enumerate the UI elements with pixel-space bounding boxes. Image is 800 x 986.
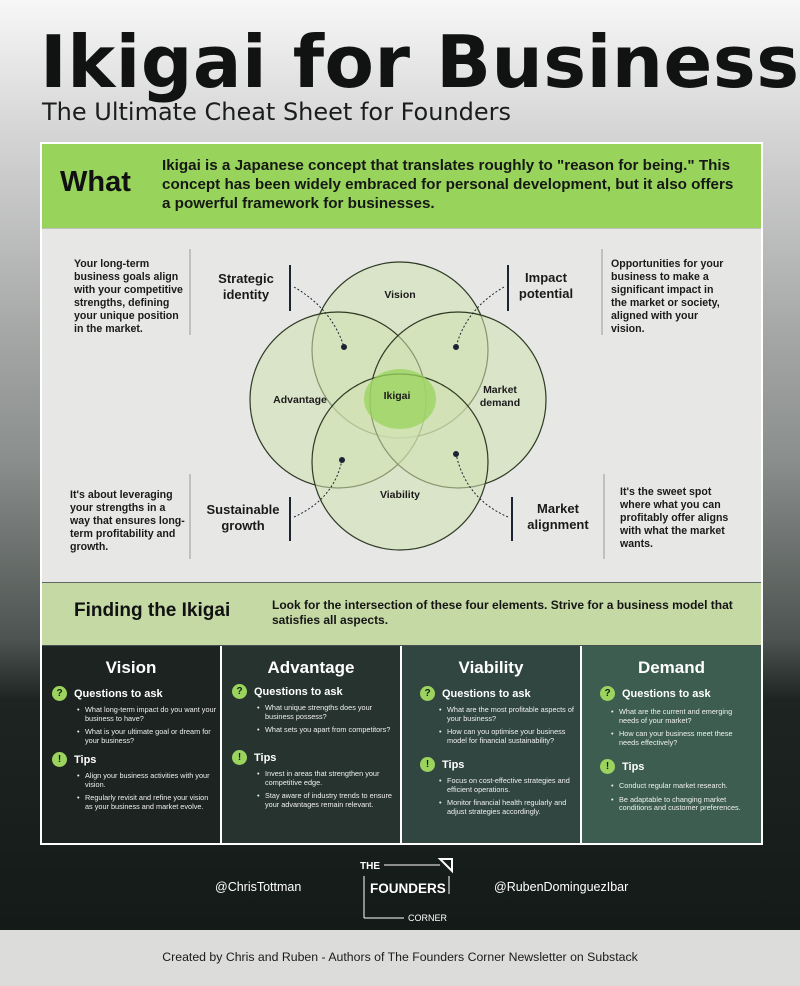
ikigai-center-label: Ikigai <box>383 390 411 402</box>
column-demand: Demand ? Questions to ask What are the c… <box>582 646 761 843</box>
footer-bar <box>0 930 800 986</box>
list-item: What sets you apart from competitors? <box>256 726 396 735</box>
list-item: What are the current and emerging needs … <box>610 707 754 725</box>
questions-list: What are the current and emerging needs … <box>610 707 754 752</box>
sustainable-growth-label: Sustainable growth <box>206 502 280 533</box>
tips-heading: Tips <box>254 752 277 764</box>
page-subtitle: The Ultimate Cheat Sheet for Founders <box>42 98 512 126</box>
questions-heading: Questions to ask <box>254 686 343 698</box>
connector-dot <box>453 344 459 350</box>
column-title: Viability <box>458 658 524 677</box>
tips-list: Align your business activities with your… <box>76 771 216 816</box>
tips-heading: Tips <box>622 761 645 773</box>
question-icon: ? <box>52 686 67 701</box>
venn-diagram <box>189 249 605 559</box>
exclamation-icon: ! <box>232 750 247 765</box>
connector-line <box>455 453 509 518</box>
questions-list: What long-term impact do you want your b… <box>76 705 216 750</box>
circle-label-market-demand: Market demand <box>479 384 521 409</box>
strategic-identity-label: Strategic identity <box>218 271 274 302</box>
exclamation-icon: ! <box>52 752 67 767</box>
questions-list: What are the most profitable aspects of … <box>438 705 576 750</box>
question-icon: ? <box>600 686 615 701</box>
tips-list: Invest in areas that strengthen your com… <box>256 769 396 814</box>
market-alignment-text: It's the sweet spot where what you can p… <box>620 486 729 550</box>
tips-list: Focus on cost-effective strategies and e… <box>438 776 576 821</box>
circle-label-vision: Vision <box>384 289 416 301</box>
twitter-handle-chris[interactable]: @ChrisTottman <box>215 880 302 894</box>
list-item: Align your business activities with your… <box>76 771 216 789</box>
column-vision: Vision ? Questions to ask What long-term… <box>42 646 222 843</box>
finding-text: Look for the intersection of these four … <box>272 598 733 627</box>
list-item: Focus on cost-effective strategies and e… <box>438 776 576 794</box>
list-item: What is your ultimate goal or dream for … <box>76 727 216 745</box>
logo-corner: CORNER <box>408 913 448 923</box>
list-item: How can your business meet these needs e… <box>610 729 754 747</box>
column-title: Vision <box>105 658 157 677</box>
tips-list: Conduct regular market research. Be adap… <box>610 781 754 818</box>
list-item: What long-term impact do you want your b… <box>76 705 216 723</box>
content-frame <box>40 142 763 845</box>
founders-corner-logo: THE FOUNDERS CORNER <box>360 858 453 923</box>
exclamation-icon: ! <box>420 757 435 772</box>
logo-the: THE <box>360 861 380 872</box>
list-item: Conduct regular market research. <box>610 781 754 791</box>
questions-heading: Questions to ask <box>442 688 531 700</box>
list-item: Monitor financial health regularly and a… <box>438 798 576 816</box>
impact-potential-text: Opportunities for your business to make … <box>611 258 724 335</box>
questions-list: What unique strengths does your business… <box>256 703 396 740</box>
logo-founders: FOUNDERS <box>370 881 446 896</box>
connector-dot <box>453 451 459 457</box>
question-icon: ? <box>232 684 247 699</box>
connector-line <box>455 286 505 348</box>
ikigai-center <box>364 369 436 429</box>
connector-dot <box>341 344 347 350</box>
list-item: What unique strengths does your business… <box>256 703 396 721</box>
connector-line <box>293 286 345 348</box>
market-alignment-label: Market alignment <box>527 501 589 532</box>
what-label: What <box>60 166 131 198</box>
what-text: Ikigai is a Japanese concept that transl… <box>162 157 734 212</box>
tips-heading: Tips <box>442 759 465 771</box>
column-title: Advantage <box>267 658 355 677</box>
impact-potential-label: Impact potential <box>518 270 574 301</box>
circle-label-viability: Viability <box>379 489 421 501</box>
tips-heading: Tips <box>74 754 97 766</box>
page-title: Ikigai for Business <box>40 20 800 104</box>
list-item: Regularly revisit and refine your vision… <box>76 793 216 811</box>
circle-label-advantage: Advantage <box>273 394 327 406</box>
column-advantage: Advantage ? Questions to ask What unique… <box>222 646 402 843</box>
strategic-identity-text: Your long-term business goals align with… <box>74 258 183 335</box>
list-item: Invest in areas that strengthen your com… <box>256 769 396 787</box>
connector-dot <box>339 457 345 463</box>
finding-title: Finding the Ikigai <box>74 600 231 621</box>
question-icon: ? <box>420 686 435 701</box>
what-section <box>42 144 761 228</box>
list-item: Be adaptable to changing market conditio… <box>610 795 754 813</box>
list-item: How can you optimise your business model… <box>438 727 576 745</box>
questions-heading: Questions to ask <box>622 688 711 700</box>
twitter-handle-ruben[interactable]: @RubenDominguezIbar <box>494 880 629 894</box>
questions-heading: Questions to ask <box>74 688 163 700</box>
list-item: What are the most profitable aspects of … <box>438 705 576 723</box>
column-title: Demand <box>637 658 706 677</box>
list-item: Stay aware of industry trends to ensure … <box>256 791 396 809</box>
exclamation-icon: ! <box>600 759 615 774</box>
corner-icon <box>437 858 453 874</box>
footer-credit: Created by Chris and Ruben - Authors of … <box>162 950 638 964</box>
finding-section <box>42 583 761 645</box>
column-viability: Viability ? Questions to ask What are th… <box>402 646 582 843</box>
sustainable-growth-text: It's about leveraging your strengths in … <box>70 489 185 553</box>
